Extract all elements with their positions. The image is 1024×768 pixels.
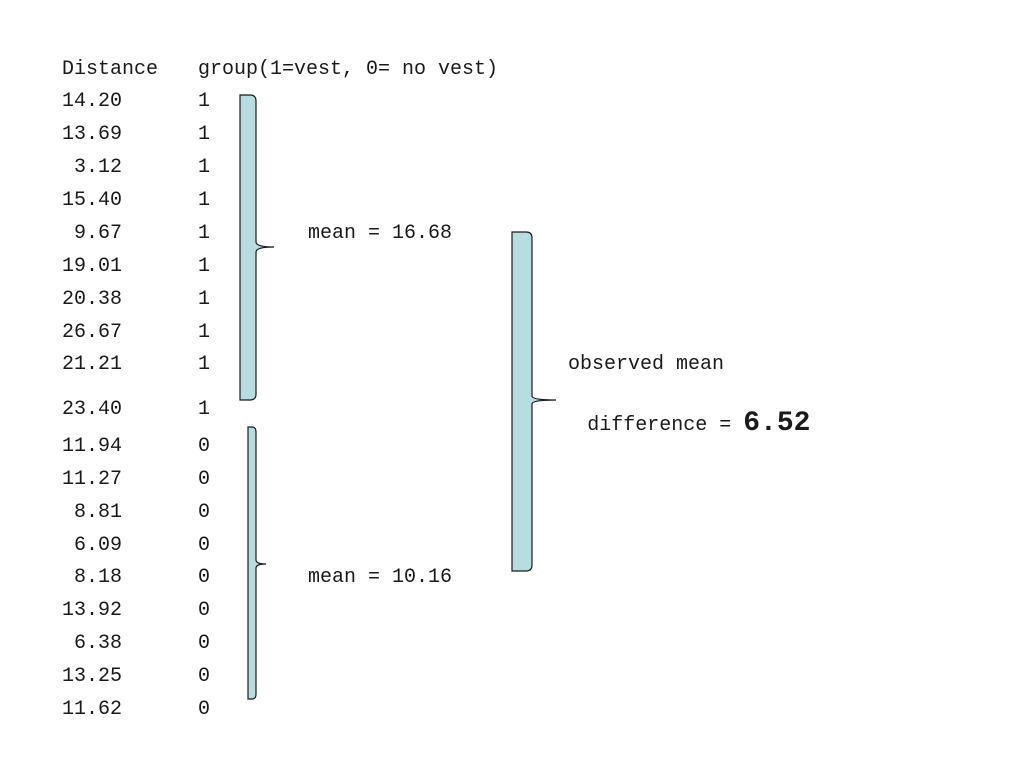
group-cell: 1 — [198, 255, 211, 278]
table-row: 21.21 1 — [0, 353, 300, 377]
table-row: 6.09 0 — [0, 534, 300, 558]
distance-cell: 15.40 — [62, 189, 123, 212]
table-row: 13.69 1 — [0, 123, 300, 147]
group-cell: 0 — [198, 665, 211, 688]
group-cell: 1 — [198, 189, 211, 212]
group-cell: 0 — [198, 534, 211, 557]
distance-cell: 13.69 — [62, 123, 123, 146]
distance-cell: 11.94 — [62, 435, 123, 458]
difference-value: 6.52 — [743, 408, 811, 439]
distance-cell: 26.67 — [62, 321, 123, 344]
table-row: 11.62 0 — [0, 698, 300, 722]
distance-cell: 11.62 — [62, 698, 123, 721]
distance-cell: 6.09 — [62, 534, 123, 557]
table-row: 23.40 1 — [0, 398, 300, 422]
difference-bracket — [511, 231, 557, 572]
novest-group-bracket — [247, 426, 267, 700]
distance-cell: 13.25 — [62, 665, 123, 688]
distance-cell: 23.40 — [62, 398, 123, 421]
table-row: 3.12 1 — [0, 156, 300, 180]
vest-group-bracket — [239, 94, 275, 401]
distance-column-header: Distance — [62, 58, 159, 81]
difference-prefix: difference = — [587, 414, 744, 437]
distance-cell: 8.18 — [62, 566, 123, 589]
table-row: 26.67 1 — [0, 321, 300, 345]
distance-cell: 3.12 — [62, 156, 123, 179]
table-row: 11.27 0 — [0, 468, 300, 492]
group-cell: 1 — [198, 398, 211, 421]
group-cell: 0 — [198, 468, 211, 491]
group-cell: 0 — [198, 698, 211, 721]
table-row: 20.38 1 — [0, 288, 300, 312]
group-cell: 0 — [198, 501, 211, 524]
distance-cell: 13.92 — [62, 599, 123, 622]
table-row: 13.92 0 — [0, 599, 300, 623]
distance-cell: 21.21 — [62, 353, 123, 376]
table-row: 11.94 0 — [0, 435, 300, 459]
table-row: 19.01 1 — [0, 255, 300, 279]
group-cell: 1 — [198, 90, 211, 113]
group-cell: 1 — [198, 156, 211, 179]
table-row: 8.18 0 — [0, 566, 300, 590]
table-row: 6.38 0 — [0, 632, 300, 656]
table-row: 9.67 1 — [0, 222, 300, 246]
difference-label-line2: difference = 6.52 — [568, 390, 810, 439]
group-cell: 0 — [198, 599, 211, 622]
distance-cell: 19.01 — [62, 255, 123, 278]
group-cell: 0 — [198, 632, 211, 655]
group-cell: 1 — [198, 123, 211, 146]
group-cell: 0 — [198, 566, 211, 589]
table-row: 8.81 0 — [0, 501, 300, 525]
distance-cell: 8.81 — [62, 501, 123, 524]
distance-cell: 20.38 — [62, 288, 123, 311]
group-cell: 1 — [198, 288, 211, 311]
vest-mean-label: mean = 16.68 — [308, 222, 453, 245]
table-row: 13.25 0 — [0, 665, 300, 689]
distance-cell: 9.67 — [62, 222, 123, 245]
distance-cell: 11.27 — [62, 468, 123, 491]
difference-label-line1: observed mean — [568, 353, 725, 376]
group-cell: 1 — [198, 353, 211, 376]
distance-cell: 6.38 — [62, 632, 123, 655]
table-row: 14.20 1 — [0, 90, 300, 114]
distance-cell: 14.20 — [62, 90, 123, 113]
group-cell: 1 — [198, 321, 211, 344]
group-cell: 0 — [198, 435, 211, 458]
group-column-header: group(1=vest, 0= no vest) — [198, 58, 499, 81]
novest-mean-label: mean = 10.16 — [308, 566, 453, 589]
group-cell: 1 — [198, 222, 211, 245]
table-row: 15.40 1 — [0, 189, 300, 213]
